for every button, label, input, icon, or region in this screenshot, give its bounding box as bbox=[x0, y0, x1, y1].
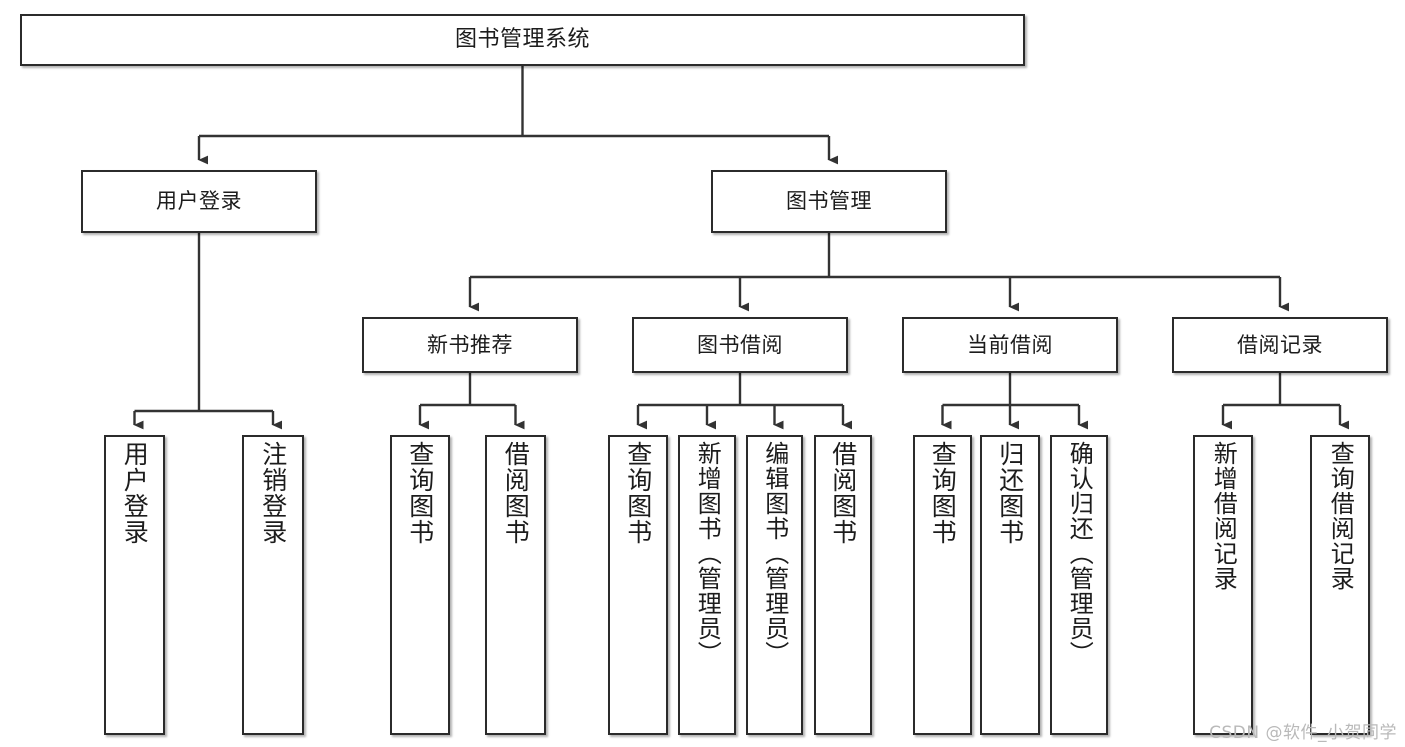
leaf-records-query-record[interactable]: 查询借阅记录 bbox=[1310, 435, 1370, 735]
leaf-borrow-add-book-admin[interactable]: 新增图书（管理员） bbox=[678, 435, 736, 735]
leaf-current-return-book[interactable]: 归还图书 bbox=[980, 435, 1040, 735]
node-label: 新增借阅记录 bbox=[1209, 441, 1238, 591]
node-label: 查询借阅记录 bbox=[1326, 441, 1355, 591]
node-current-borrow[interactable]: 当前借阅 bbox=[902, 317, 1118, 373]
node-label: 借阅记录 bbox=[1237, 332, 1323, 357]
leaf-current-query-book[interactable]: 查询图书 bbox=[913, 435, 972, 735]
node-label: 归还图书 bbox=[995, 441, 1025, 545]
leaf-borrow-edit-book-admin[interactable]: 编辑图书（管理员） bbox=[746, 435, 803, 735]
node-new-book-recommend[interactable]: 新书推荐 bbox=[362, 317, 578, 373]
node-label: 当前借阅 bbox=[967, 332, 1053, 357]
node-root-system[interactable]: 图书管理系统 bbox=[20, 14, 1025, 66]
node-label: 查询图书 bbox=[928, 441, 958, 545]
node-label: 编辑图书（管理员） bbox=[760, 441, 789, 666]
leaf-current-confirm-return-admin[interactable]: 确认归还（管理员） bbox=[1050, 435, 1108, 735]
node-label: 确认归还（管理员） bbox=[1065, 441, 1094, 666]
csdn-watermark: CSDN @软件_小贺同学 bbox=[1209, 723, 1397, 743]
node-borrow-records[interactable]: 借阅记录 bbox=[1172, 317, 1388, 373]
leaf-records-add-record[interactable]: 新增借阅记录 bbox=[1193, 435, 1253, 735]
node-label: 图书管理系统 bbox=[454, 27, 590, 53]
node-label: 借阅图书 bbox=[828, 441, 858, 545]
leaf-user-login[interactable]: 用户登录 bbox=[104, 435, 165, 735]
node-label: 注销登录 bbox=[258, 441, 288, 545]
leaf-borrow-borrow-book[interactable]: 借阅图书 bbox=[814, 435, 872, 735]
node-user-login[interactable]: 用户登录 bbox=[81, 170, 317, 233]
node-book-management[interactable]: 图书管理 bbox=[711, 170, 947, 233]
node-label: 新书推荐 bbox=[427, 332, 513, 357]
leaf-user-logout[interactable]: 注销登录 bbox=[242, 435, 304, 735]
node-label: 图书借阅 bbox=[697, 332, 783, 357]
leaf-newbook-query-book[interactable]: 查询图书 bbox=[390, 435, 450, 735]
node-book-borrow[interactable]: 图书借阅 bbox=[632, 317, 848, 373]
node-label: 用户登录 bbox=[120, 441, 150, 545]
node-label: 新增图书（管理员） bbox=[693, 441, 722, 666]
leaf-newbook-borrow-book[interactable]: 借阅图书 bbox=[485, 435, 546, 735]
node-label: 查询图书 bbox=[405, 441, 435, 545]
node-label: 查询图书 bbox=[623, 441, 653, 545]
node-label: 图书管理 bbox=[786, 189, 872, 214]
node-label: 用户登录 bbox=[156, 189, 242, 214]
leaf-borrow-query-book[interactable]: 查询图书 bbox=[608, 435, 668, 735]
node-label: 借阅图书 bbox=[501, 441, 531, 545]
